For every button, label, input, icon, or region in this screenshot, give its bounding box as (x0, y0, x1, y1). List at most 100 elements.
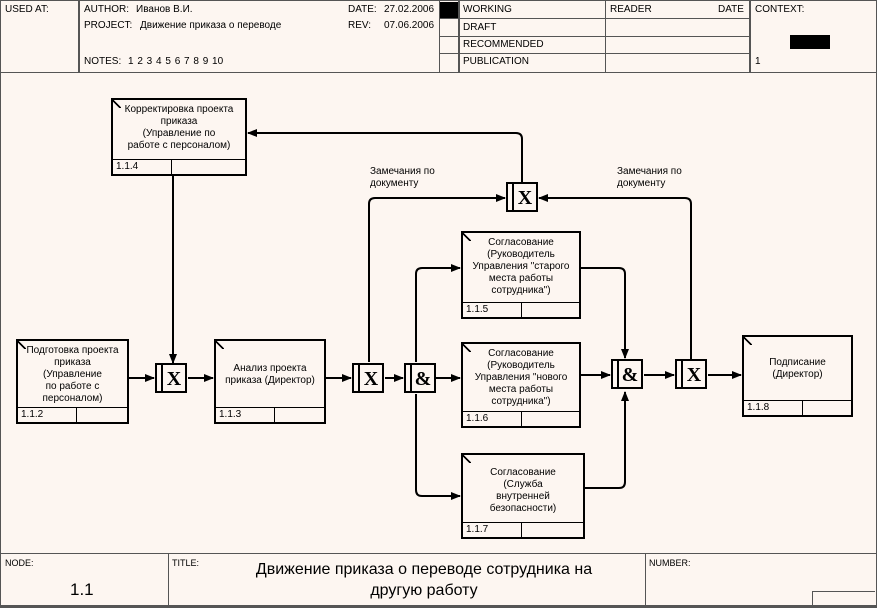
arrow-115-to-and2 (581, 267, 629, 359)
junction-and-2[interactable]: & (611, 359, 643, 389)
box-label-line: (Управление по (142, 128, 216, 139)
used-at-label: USED AT: (5, 4, 49, 15)
box-label-line: (Руководитель (487, 249, 555, 260)
arrow-and1-to-115 (415, 264, 461, 362)
junction-bar (512, 184, 514, 210)
arrow-x4-remarks-to-x3 (538, 194, 692, 359)
junction-x-2[interactable]: X (352, 363, 384, 393)
junction-bar (161, 365, 163, 391)
arrow-label-line: документу (370, 178, 419, 189)
box-label-line: внутренней (496, 491, 550, 502)
box-label-line: места работы (488, 384, 554, 395)
box-corner-mark (216, 341, 224, 349)
box-label-line: приказа (Директор) (225, 375, 315, 386)
box-label-line: Корректировка проекта (124, 104, 234, 115)
box-footer: 1.1.4 (113, 159, 245, 174)
status-draft: DRAFT (463, 22, 497, 33)
junction-x-1[interactable]: X (155, 363, 187, 393)
and-junction-symbol: & (414, 368, 432, 390)
box-footer-divider (171, 160, 172, 174)
title-label: TITLE: (172, 558, 200, 568)
box-footer-divider (521, 523, 522, 537)
box-footer: 1.1.5 (463, 302, 579, 317)
box-footer: 1.1.3 (216, 407, 324, 422)
junction-x-4[interactable]: X (675, 359, 707, 389)
junction-bar (410, 365, 412, 391)
box-label-line: Согласование (488, 348, 554, 359)
node-value: 1.1 (70, 580, 94, 599)
box-footer-divider (274, 408, 275, 422)
box-number: 1.1.6 (466, 413, 489, 424)
box-footer-divider (521, 303, 522, 317)
box-number: 1.1.3 (219, 409, 242, 420)
box-number: 1.1.8 (747, 402, 770, 413)
rev-label: REV: (348, 20, 371, 31)
box-1-1-8[interactable]: Подписание(Директор) 1.1.8 (742, 335, 853, 417)
box-label-line: по работе с (45, 381, 100, 392)
box-footer: 1.1.7 (463, 522, 583, 537)
arrow-and1-to-117 (415, 394, 461, 500)
junction-bar (681, 361, 683, 387)
arrow-label-line: Замечания по (617, 166, 682, 177)
arrow-label-right-remarks: Замечания по документу (617, 166, 682, 190)
box-label-line: Управления "старого (472, 261, 570, 272)
arrow-label-line: Замечания по (370, 166, 435, 177)
box-label-line: персоналом) (42, 393, 103, 404)
title-line: Движение приказа о переводе сотрудника н… (255, 561, 593, 578)
xor-junction-symbol: X (686, 364, 702, 386)
junction-and-1[interactable]: & (404, 363, 436, 393)
context-node-marker (790, 35, 830, 49)
notes-value: 1 2 3 4 5 6 7 8 9 10 (128, 56, 224, 67)
box-corner-mark (744, 337, 752, 345)
box-label-line: (Служба (503, 479, 543, 490)
project-value: Движение приказа о переводе (140, 20, 282, 31)
box-label-line: безопасности) (489, 503, 557, 514)
box-label: Подписание(Директор) (746, 357, 849, 381)
box-footer-divider (802, 401, 803, 415)
reader-label: READER (610, 4, 652, 15)
box-footer-divider (76, 408, 77, 422)
arrow-117-to-and2 (585, 391, 629, 489)
arrow-x2-remarks-to-x3 (368, 194, 506, 362)
junction-bar (358, 365, 360, 391)
and-junction-symbol: & (621, 364, 639, 386)
box-label-line: сотрудника") (491, 396, 551, 407)
box-footer: 1.1.8 (744, 400, 851, 415)
box-label-line: Подготовка проекта (26, 345, 119, 356)
xor-junction-symbol: X (363, 368, 379, 390)
status-working: WORKING (463, 4, 512, 15)
arrow-label-line: документу (617, 178, 666, 189)
context-number: 1 (755, 56, 761, 67)
reader-date-label: DATE (718, 4, 744, 15)
number-box (812, 591, 875, 606)
xor-junction-symbol: X (517, 187, 533, 209)
box-label-line: сотрудника") (491, 285, 551, 296)
box-footer-divider (521, 412, 522, 426)
status-publication: PUBLICATION (463, 56, 529, 67)
box-number: 1.1.5 (466, 304, 489, 315)
date-label: DATE: (348, 4, 377, 15)
box-label-line: работе с персоналом) (127, 140, 231, 151)
arrow-label-left-remarks: Замечания по документу (370, 166, 435, 190)
project-label: PROJECT: (84, 20, 133, 31)
box-label-line: (Директор) (772, 369, 823, 380)
box-label-line: Подписание (769, 357, 826, 368)
junction-x-3[interactable]: X (506, 182, 538, 212)
box-label-line: Согласование (490, 467, 556, 478)
author-value: Иванов В.И. (136, 4, 193, 15)
junction-bar (617, 361, 619, 387)
box-label-line: места работы (488, 273, 554, 284)
node-label: NODE: (5, 558, 34, 568)
xor-junction-symbol: X (166, 368, 182, 390)
